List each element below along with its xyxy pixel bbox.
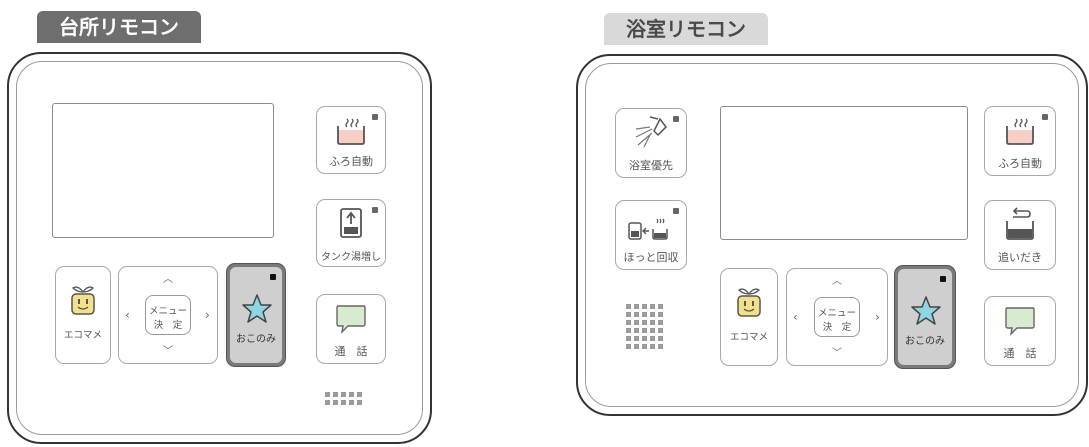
bathroom-display-screen (720, 106, 968, 240)
star-icon (242, 294, 272, 323)
talk-label-right: 通 話 (1003, 347, 1037, 360)
bathroom-speaker-grille (626, 304, 663, 349)
tank-boost-indicator-led (372, 207, 378, 213)
kitchen-talk-button[interactable]: 通 話 (316, 294, 386, 364)
bath-auto-label-right: ふろ自動 (998, 157, 1042, 170)
bath-auto-indicator-led (372, 114, 378, 120)
hotto-indicator-led (673, 208, 679, 214)
kitchen-display-screen (52, 103, 274, 238)
menu-label: メニュー (148, 306, 187, 317)
bathroom-ecomame-button[interactable]: エコマメ (720, 268, 778, 366)
tank-icon (340, 208, 362, 238)
kitchen-bath-auto-button[interactable]: ふろ自動 (316, 106, 386, 174)
bathroom-talk-button[interactable]: 通 話 (984, 296, 1056, 366)
sprout-face-icon (737, 288, 761, 317)
menu-label: メニュー (817, 308, 856, 319)
favorite-label: おこのみ (905, 336, 945, 347)
bath-auto-label: ふろ自動 (329, 155, 373, 168)
reheat-icon (1006, 207, 1034, 240)
sprout-face-icon (71, 286, 95, 315)
up-arrow-icon[interactable]: ︿ (832, 276, 842, 287)
bath-icon (337, 118, 365, 145)
bathroom-priority-label: 浴室優先 (629, 159, 673, 172)
down-arrow-icon[interactable]: ﹀ (163, 346, 173, 357)
bathroom-remote-inner-border (585, 63, 1079, 407)
reheat-label: 追いだき (998, 251, 1042, 264)
tank-boost-label: タンク湯増し (321, 252, 381, 263)
left-arrow-icon[interactable]: ‹ (125, 308, 130, 322)
talk-label: 通 話 (334, 345, 368, 358)
kitchen-remote-tab: 台所リモコン (37, 11, 201, 43)
confirm-label: 決 定 (822, 322, 852, 333)
right-arrow-icon[interactable]: › (875, 310, 880, 324)
ecomame-label: エコマメ (63, 330, 102, 341)
kitchen-menu-dpad[interactable]: ︿ ﹀ ‹ › メニュー 決 定 (118, 266, 218, 364)
up-arrow-icon[interactable]: ︿ (163, 274, 173, 285)
bath-icon (1006, 118, 1034, 145)
shower-icon (635, 116, 667, 148)
bath-auto-indicator-led-right (1042, 114, 1048, 120)
favorite-indicator-led (270, 274, 276, 280)
favorite-indicator-led (940, 276, 946, 282)
kitchen-speaker-grille (325, 392, 362, 405)
reheat-button[interactable]: 追いだき (984, 200, 1056, 270)
bathroom-menu-dpad[interactable]: ︿ ﹀ ‹ › メニュー 決 定 (786, 268, 888, 366)
right-arrow-icon[interactable]: › (205, 308, 210, 322)
bathroom-remote-tab: 浴室リモコン (604, 13, 768, 45)
kitchen-favorite-button[interactable]: おこのみ (226, 263, 286, 367)
hot-return-icon (628, 218, 668, 240)
menu-confirm-button[interactable]: メニュー 決 定 (814, 297, 860, 337)
hotto-return-label: ほっと回収 (623, 251, 679, 264)
down-arrow-icon[interactable]: ﹀ (832, 348, 842, 359)
speech-bubble-icon (1005, 307, 1035, 337)
kitchen-remote-inner-border (16, 61, 423, 435)
ecomame-label-right: エコマメ (729, 332, 768, 343)
left-arrow-icon[interactable]: ‹ (793, 310, 798, 324)
speech-bubble-icon (336, 305, 366, 335)
bathroom-priority-button[interactable]: 浴室優先 (615, 108, 687, 178)
bathroom-bath-auto-button[interactable]: ふろ自動 (984, 106, 1056, 176)
bathroom-favorite-button[interactable]: おこのみ (894, 265, 956, 369)
favorite-label: おこのみ (236, 334, 276, 345)
hotto-return-button[interactable]: ほっと回収 (615, 200, 687, 270)
confirm-label: 決 定 (153, 320, 183, 331)
priority-indicator-led (673, 116, 679, 122)
menu-confirm-button[interactable]: メニュー 決 定 (145, 295, 191, 335)
kitchen-tank-boost-button[interactable]: タンク湯増し (316, 199, 386, 267)
star-icon (911, 296, 941, 325)
kitchen-ecomame-button[interactable]: エコマメ (55, 266, 111, 364)
